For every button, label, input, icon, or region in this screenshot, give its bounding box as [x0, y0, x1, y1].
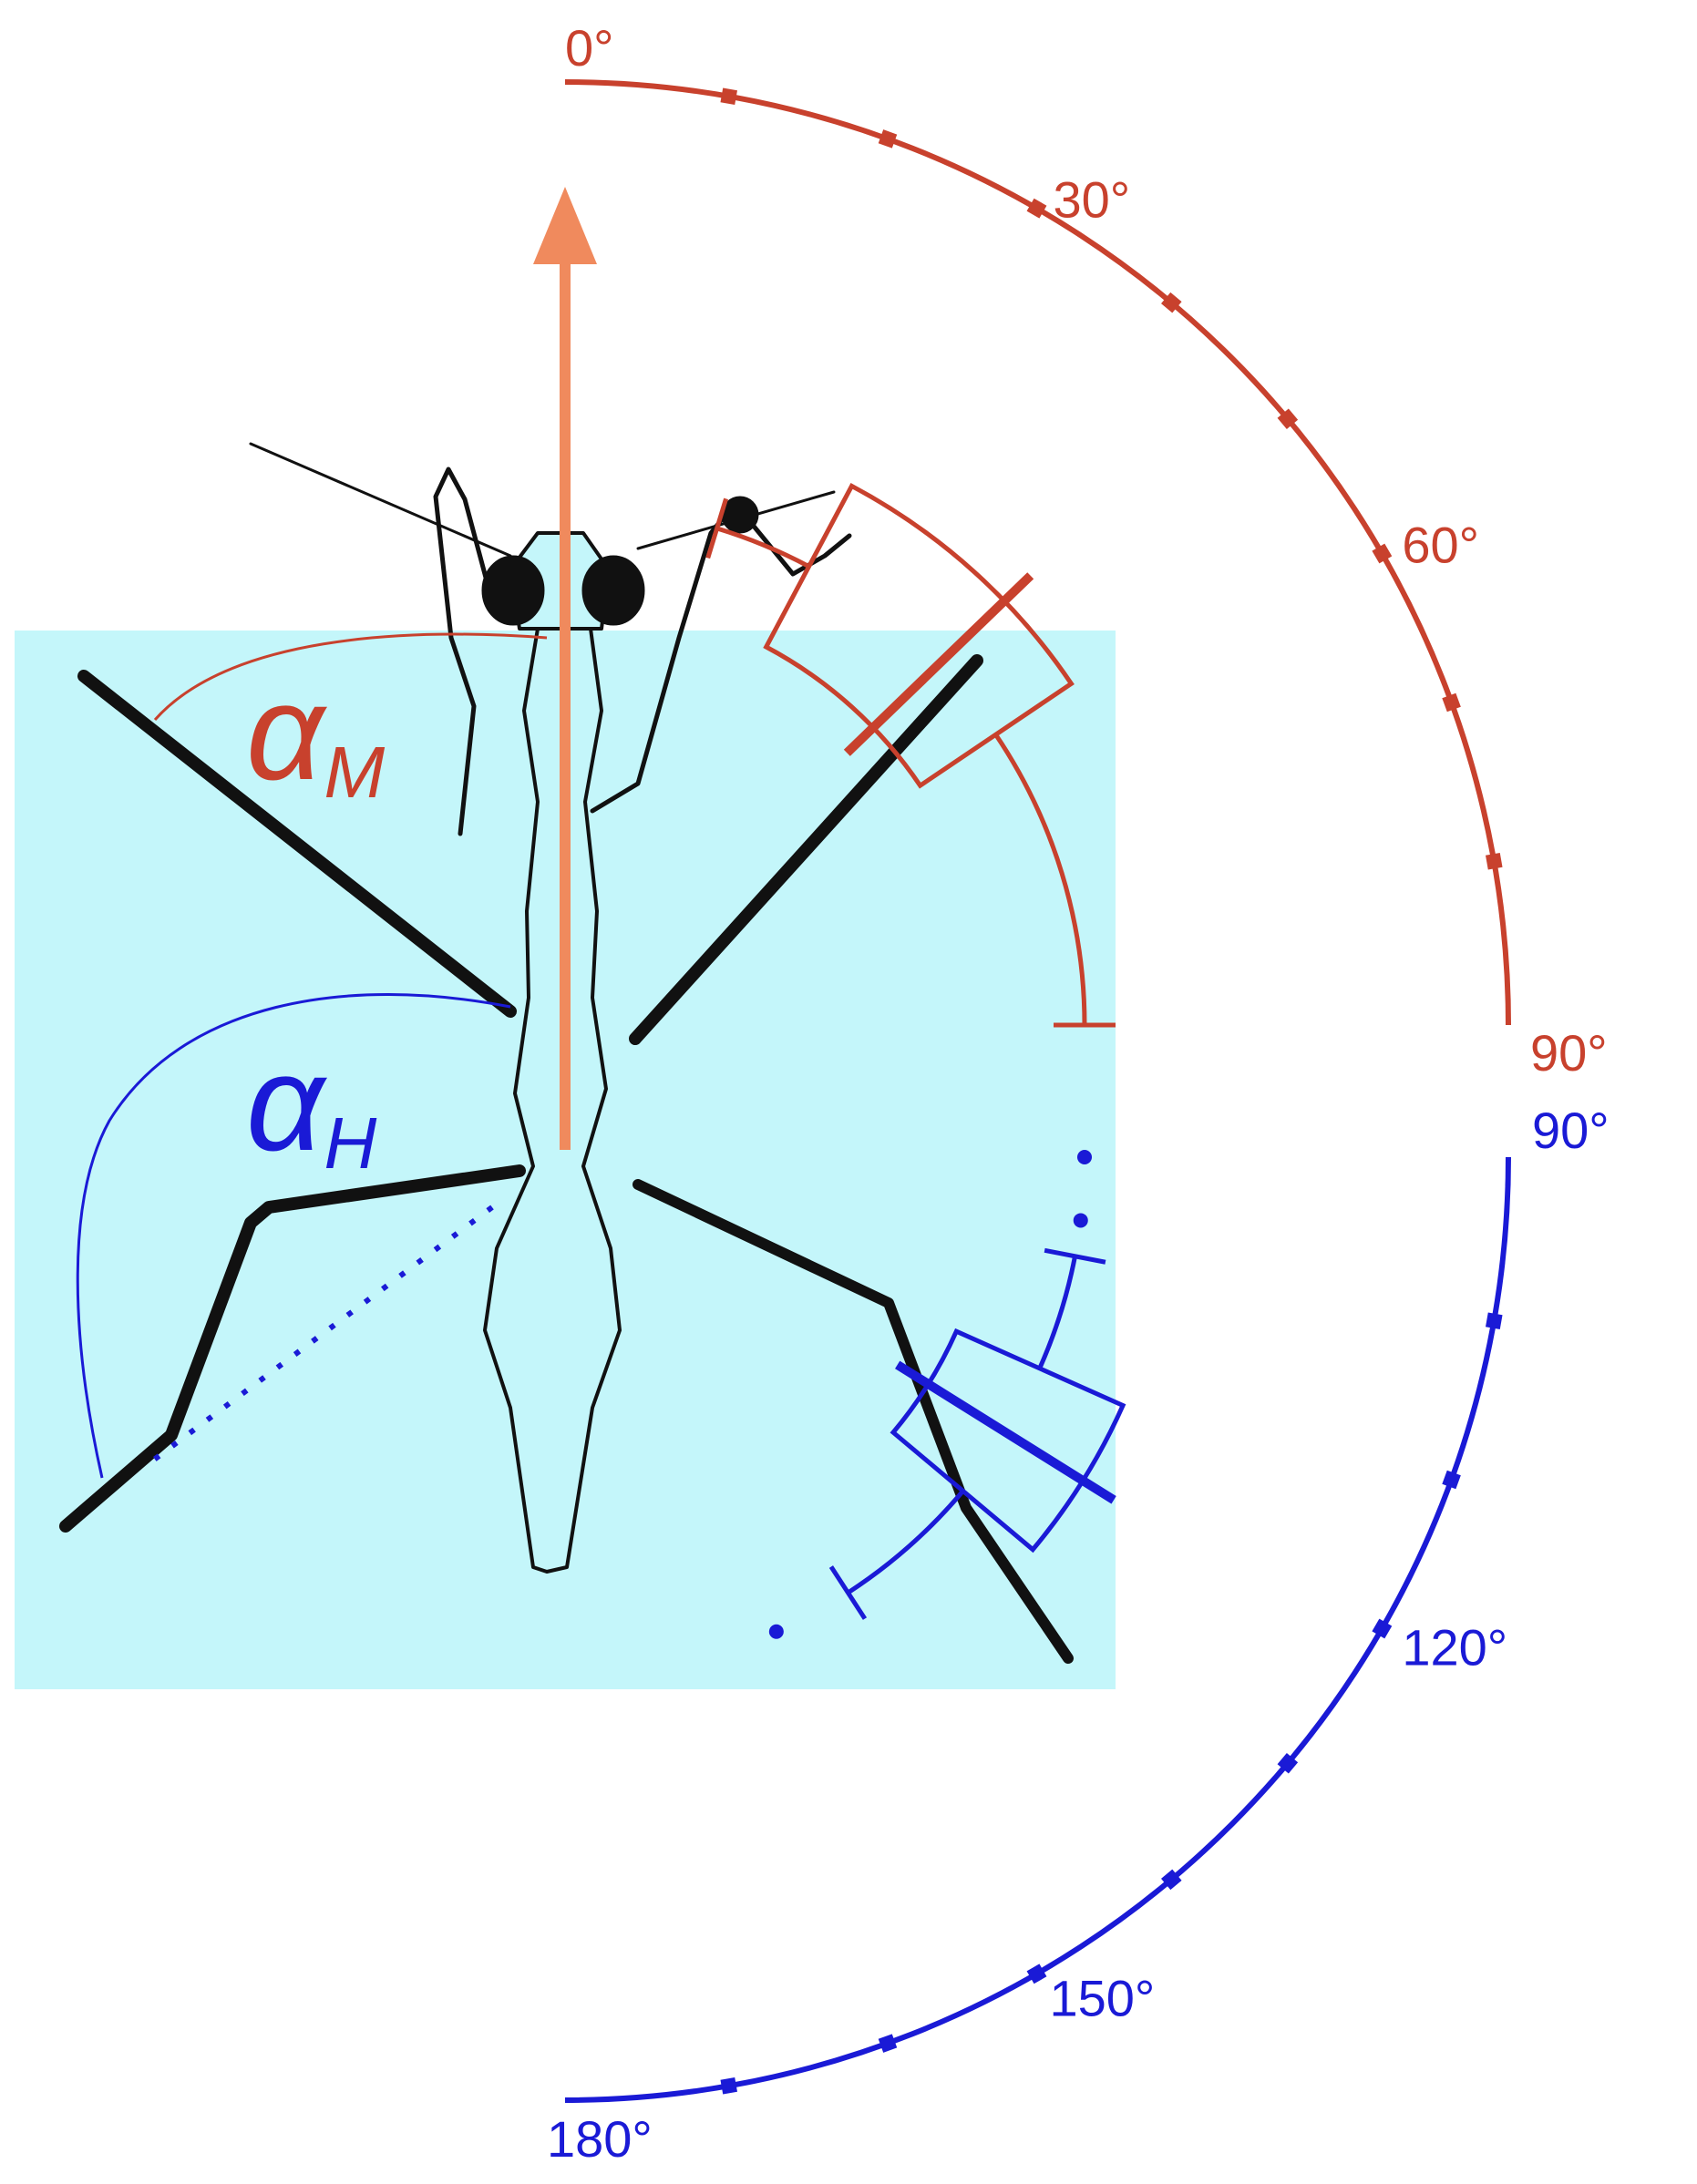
foreleg-left	[433, 467, 495, 836]
hind-scale-tick	[1442, 1470, 1461, 1490]
hind-leg-right	[633, 1179, 1074, 1664]
eye-left	[481, 555, 545, 626]
median-line	[895, 1360, 1116, 1504]
antenna-left	[249, 442, 512, 558]
outlier-point	[1073, 1213, 1088, 1228]
hind-scale-tick	[720, 2077, 737, 2095]
hind-scale-tick	[1372, 1618, 1393, 1639]
middle-scale-tick	[1026, 198, 1047, 219]
box	[763, 483, 1075, 789]
middle-scale-label: 90°	[1530, 1024, 1608, 1082]
alpha-m-label: αM	[246, 655, 386, 813]
whisker-cap	[828, 1565, 868, 1620]
box	[890, 1328, 1126, 1553]
hind-scale-tick	[1277, 1753, 1299, 1774]
hind-scale-label: 120°	[1402, 1619, 1507, 1676]
whisker-high	[993, 733, 1087, 1026]
alpha-m-arc	[153, 632, 548, 721]
mantis-body	[483, 627, 622, 1574]
hind-scale-tick	[1161, 1869, 1182, 1891]
whisker-high	[847, 1489, 965, 1595]
median-line	[843, 572, 1034, 756]
whisker-cap	[705, 497, 728, 559]
whisker-cap	[1044, 1247, 1106, 1265]
middle-scale-tick	[720, 87, 737, 105]
middle-scale-arc	[564, 79, 1511, 1026]
eye-right	[581, 555, 645, 626]
hind-scale-label: 150°	[1050, 1969, 1156, 2026]
middle-scale-label: 0°	[565, 19, 614, 77]
middle-scale-tick	[1442, 692, 1461, 713]
middle-scale-tick	[1277, 408, 1299, 429]
middle-leg-boxplot	[705, 483, 1116, 1028]
middle-scale-tick	[1372, 543, 1393, 564]
mantis-illustration	[59, 442, 1074, 1664]
middle-leg-scale: 0° 30° 60° 90°	[564, 19, 1608, 1082]
middle-leg-right	[629, 654, 983, 1045]
hind-scale-tick	[1026, 1964, 1047, 1984]
hind-scale-label: 90°	[1532, 1102, 1610, 1159]
hind-scale-label: 180°	[547, 2110, 653, 2168]
alpha-h-arc	[76, 993, 511, 1479]
hind-leg-left	[59, 1164, 526, 1533]
outlier-point	[1077, 1150, 1092, 1164]
hind-scale-tick	[1486, 1312, 1503, 1329]
middle-scale-label: 60°	[1402, 517, 1479, 574]
middle-scale-tick	[1161, 292, 1182, 313]
hind-scale-arc	[564, 1156, 1511, 2103]
middle-scale-tick	[878, 129, 898, 149]
middle-scale-tick	[1486, 853, 1503, 870]
whisker-low	[1037, 1256, 1077, 1369]
whisker-low	[715, 526, 810, 569]
hind-scale-tick	[878, 2034, 898, 2053]
middle-scale-label: 30°	[1054, 171, 1131, 229]
outlier-point	[768, 1624, 784, 1639]
body-axis-arrow-head	[533, 187, 597, 264]
hind-leg-boxplot	[768, 1150, 1126, 1639]
hind-leg-scale: 90° 120° 150° 180°	[547, 1102, 1610, 2168]
middle-leg-left	[77, 670, 517, 1018]
alpha-h-label: αH	[246, 1026, 377, 1184]
